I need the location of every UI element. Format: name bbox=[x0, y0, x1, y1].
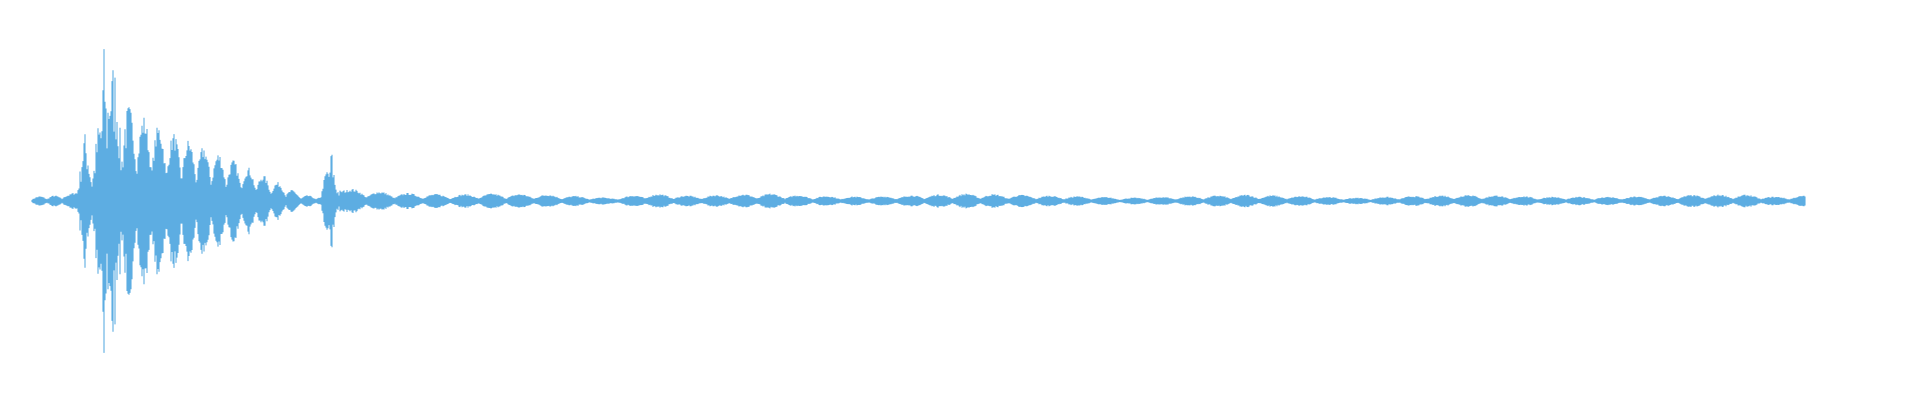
waveform-series bbox=[31, 49, 1806, 353]
